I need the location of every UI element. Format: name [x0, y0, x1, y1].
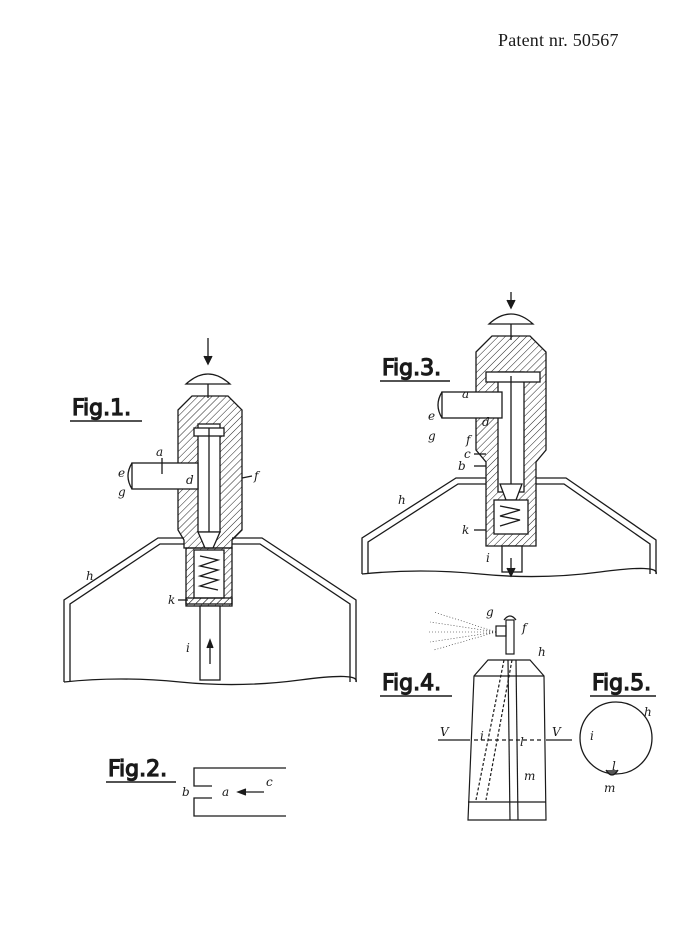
svg-text:i: i: [480, 729, 484, 743]
svg-text:e: e: [428, 409, 435, 423]
svg-text:V: V: [552, 725, 562, 739]
svg-text:g: g: [428, 429, 436, 443]
fig3-title: Fig.3.: [382, 356, 441, 381]
svg-text:i: i: [186, 641, 190, 655]
svg-text:d: d: [186, 473, 194, 487]
svg-text:b: b: [182, 785, 190, 799]
svg-text:k: k: [462, 523, 469, 537]
figure-5: Fig.5.: [579, 670, 656, 776]
fig4-labels: g f h V i l V m: [440, 605, 562, 783]
fig4-title: Fig.4.: [382, 671, 441, 696]
svg-text:k: k: [168, 593, 175, 607]
svg-text:f: f: [253, 469, 261, 483]
figure-3: Fig.3.: [361, 292, 657, 578]
svg-text:h: h: [398, 493, 406, 507]
figure-4: Fig.4.: [380, 611, 572, 821]
fig3-labels: a e g d f c b h k i: [398, 387, 490, 565]
svg-text:i: i: [590, 729, 594, 743]
svg-text:i: i: [486, 551, 490, 565]
svg-text:h: h: [86, 569, 94, 583]
fig1-labels: a e g d f h k i: [86, 445, 261, 655]
svg-text:g: g: [486, 605, 494, 619]
svg-text:a: a: [462, 387, 469, 401]
svg-text:a: a: [156, 445, 163, 459]
figure-2: Fig.2.: [106, 756, 286, 817]
svg-text:h: h: [644, 705, 652, 719]
fig5-labels: h i l m: [590, 705, 652, 795]
svg-text:d: d: [482, 415, 490, 429]
fig1-title: Fig.1.: [72, 396, 131, 421]
svg-text:f: f: [521, 621, 529, 635]
svg-text:l: l: [612, 759, 616, 773]
patent-number: Patent nr. 50567: [498, 30, 619, 50]
svg-text:f: f: [465, 433, 473, 447]
svg-text:e: e: [118, 466, 125, 480]
fig5-title: Fig.5.: [592, 671, 651, 696]
svg-text:a: a: [222, 785, 229, 799]
svg-text:h: h: [538, 645, 546, 659]
svg-text:c: c: [464, 447, 471, 461]
fig2-labels: b a c: [182, 775, 273, 799]
figure-1: Fig.1.: [63, 338, 357, 686]
fig2-title: Fig.2.: [108, 757, 167, 782]
svg-text:l: l: [520, 735, 524, 749]
svg-text:g: g: [118, 485, 126, 499]
svg-text:m: m: [524, 769, 535, 783]
svg-text:V: V: [440, 725, 450, 739]
svg-text:m: m: [604, 781, 615, 795]
svg-text:c: c: [266, 775, 273, 789]
svg-text:b: b: [458, 459, 466, 473]
